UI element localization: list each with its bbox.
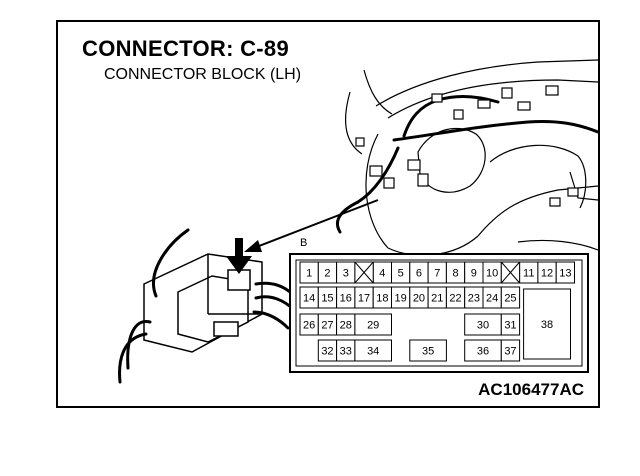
pin-number: 21 [431,293,443,305]
pin-number: 33 [340,346,352,358]
pin-number: 27 [321,320,333,332]
pin-cavity [354,339,392,362]
pin-number: 9 [471,268,477,280]
pin-cavity [523,288,572,360]
pin-number: 13 [559,268,571,280]
blocked-cavity-cross [354,261,374,284]
pin-number: 4 [379,268,385,280]
pin-cavity [500,339,521,362]
harness-connectors [355,85,579,207]
pin-number: 20 [413,293,425,305]
pin-number: 8 [452,268,458,280]
pin-number: 35 [422,346,434,358]
pin-number: 7 [434,268,440,280]
pin-number: 29 [367,320,379,332]
pin-number: 12 [541,268,553,280]
pin-number: 1 [306,268,312,280]
pin-number: 6 [416,268,422,280]
pin-number: 28 [340,320,352,332]
pin-number: 31 [504,320,516,332]
pin-number: 24 [486,293,498,305]
pin-number: 17 [358,293,370,305]
pin-number: 14 [303,293,315,305]
blocked-cavity-cross [500,261,520,284]
pin-number: 25 [504,293,516,305]
connector-tag: B [300,237,307,249]
pin-number: 23 [468,293,480,305]
dashboard-illustration [344,59,598,256]
pin-cavity [555,261,576,284]
pin-cavity [409,339,447,362]
pin-number: 16 [340,293,352,305]
connector-block-body [143,253,263,353]
pin-number: 26 [303,320,315,332]
pin-cavity [500,313,521,336]
pin-number: 10 [486,268,498,280]
pin-number: 36 [477,346,489,358]
connector-inner-outline [295,259,583,367]
pin-number: 38 [541,319,553,331]
pin-number: 34 [367,346,379,358]
pin-number: 37 [504,346,516,358]
connector-title: CONNECTOR: C-89 [82,36,290,61]
pin-cavity [500,286,521,309]
wire-harness [335,94,598,234]
pin-number: 30 [477,320,489,332]
connector-subtitle: CONNECTOR BLOCK (LH) [104,66,302,83]
pin-number: 3 [343,268,349,280]
figure-id: AC106477AC [478,380,584,399]
pin-number: 19 [395,293,407,305]
pin-cavity [354,313,392,336]
pin-number: 2 [324,268,330,280]
down-arrow [226,238,252,274]
connector-wires [118,228,296,384]
pin-number: 15 [321,293,333,305]
pointer-line [253,199,379,249]
pointer-arrowhead [244,240,262,252]
pin-number: 5 [398,268,404,280]
pin-number: 11 [523,268,534,280]
pin-number: 32 [321,346,333,358]
diagram-frame: CONNECTOR: C-89 CONNECTOR BLOCK (LH) [56,20,600,408]
pin-number: 18 [376,293,388,305]
pin-number: 22 [449,293,461,305]
